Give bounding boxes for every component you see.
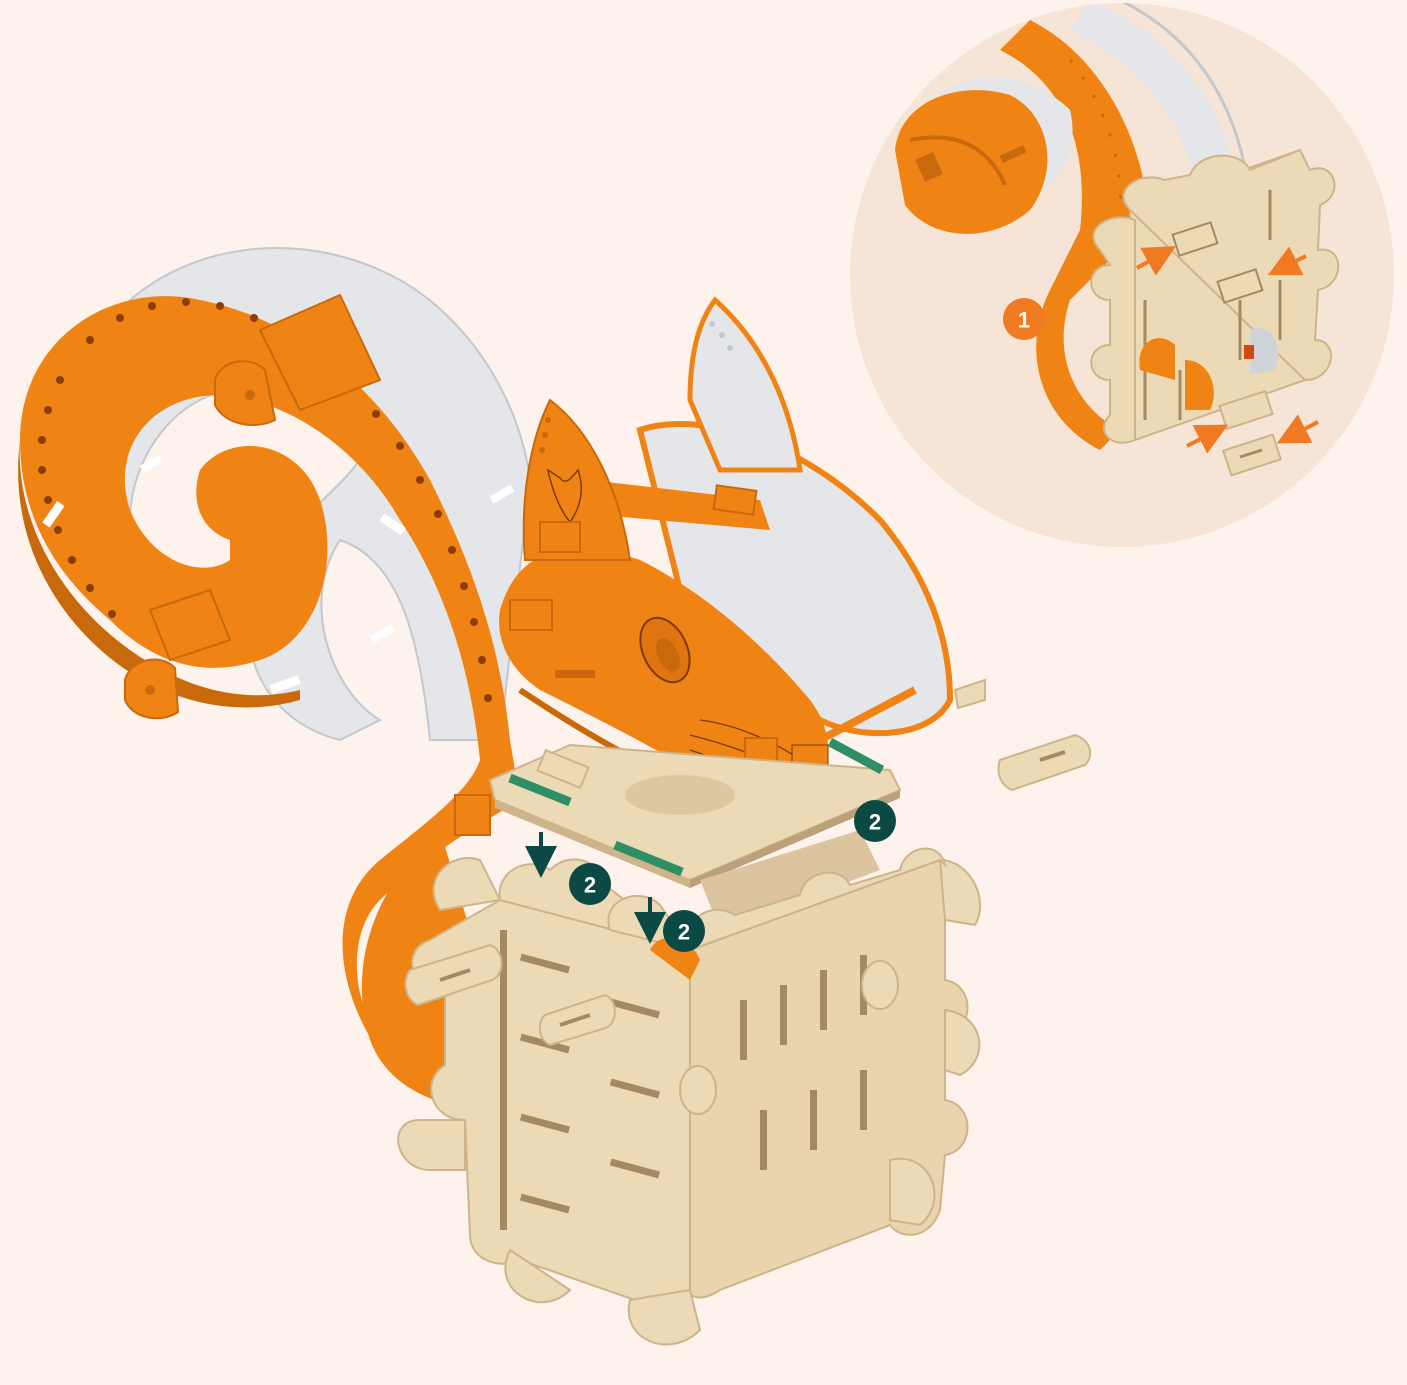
loose-peg (999, 735, 1091, 790)
wooden-box (398, 830, 980, 1344)
inset-detail: 1 (850, 0, 1394, 547)
step-badge-label: 2 (678, 920, 690, 945)
step-badge-label: 2 (584, 873, 596, 898)
step-badge-2: 2 (854, 800, 896, 842)
step-badge-label: 1 (1018, 308, 1030, 333)
step-badge-label: 2 (869, 810, 881, 835)
step-badge-2: 2 (663, 910, 705, 952)
step-badge-2: 2 (569, 863, 611, 905)
step-badge-1: 1 (1003, 298, 1045, 340)
